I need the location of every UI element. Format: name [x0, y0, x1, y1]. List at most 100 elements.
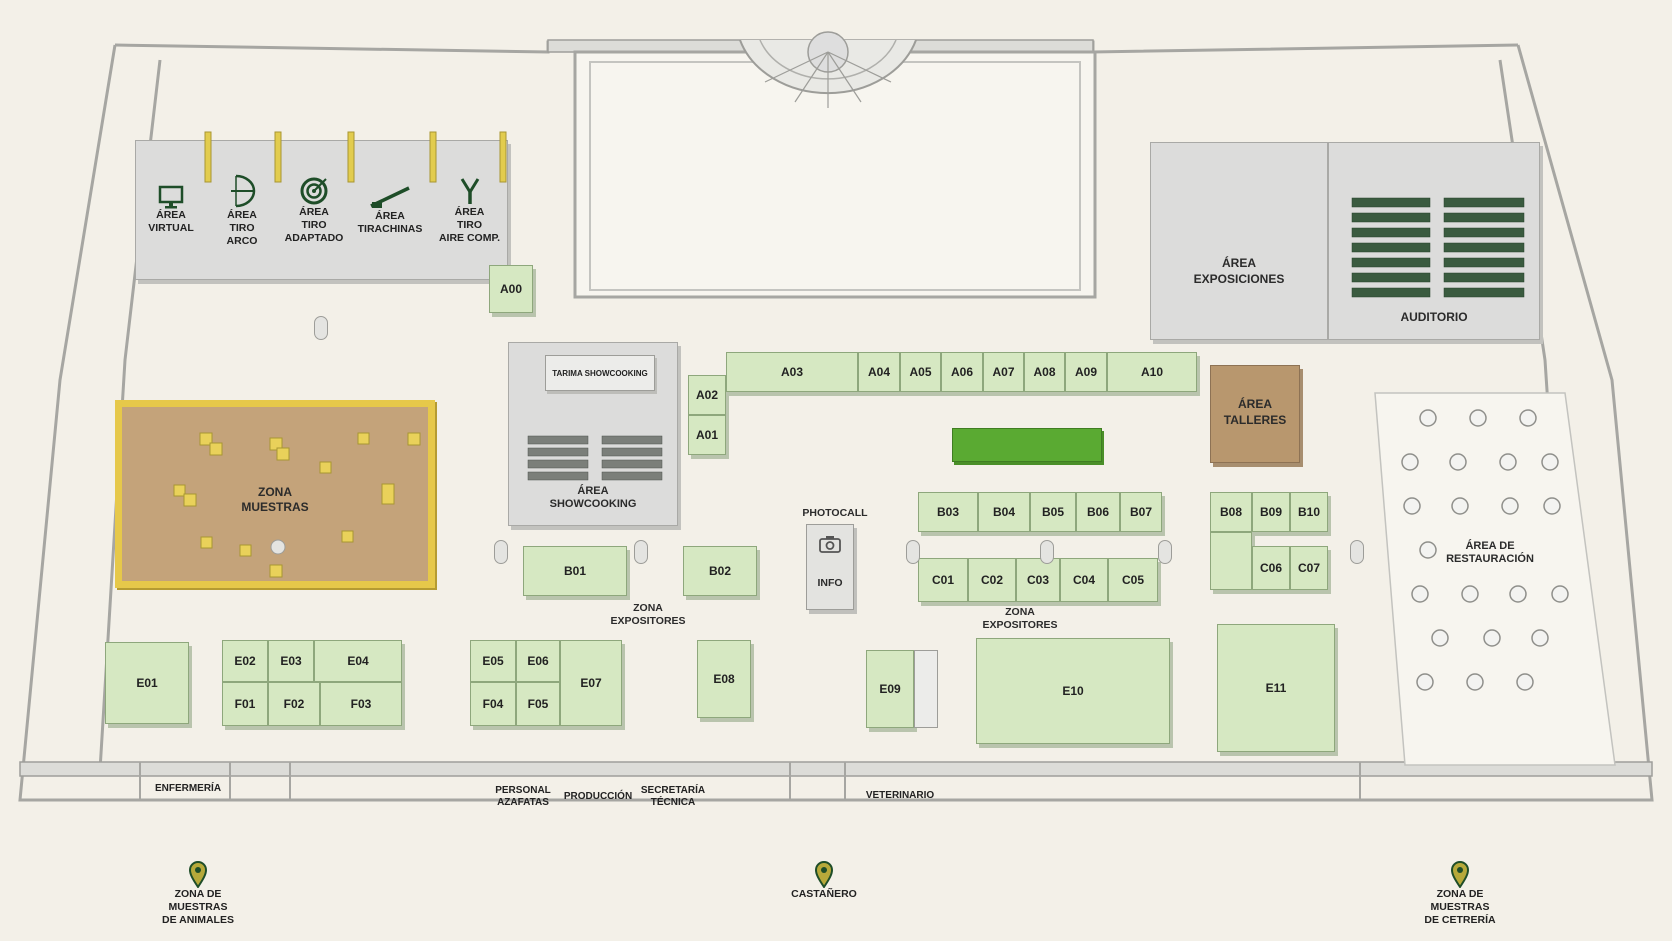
pin-zona-cetreria-label: ZONA DE MUESTRAS DE CETRERÍA [1424, 888, 1496, 926]
stand-e04[interactable]: E04 [314, 640, 402, 682]
stand-b03[interactable]: B03 [918, 492, 978, 532]
photocall-info-kiosk[interactable]: INFO [806, 524, 854, 610]
map-pin-icon [1450, 861, 1470, 888]
stand-b04[interactable]: B04 [978, 492, 1030, 532]
stand-b07[interactable]: B07 [1120, 492, 1162, 532]
stand-e05[interactable]: E05 [470, 640, 516, 682]
stand-f03[interactable]: F03 [320, 682, 402, 726]
stand-f04[interactable]: F04 [470, 682, 516, 726]
area-virtual[interactable]: ÁREA VIRTUAL [136, 141, 206, 279]
target-icon [300, 177, 328, 204]
room-veterinario[interactable]: VETERINARIO [862, 785, 938, 807]
stand-c06[interactable]: C06 [1252, 546, 1290, 590]
area-tiro-aire[interactable]: ÁREA TIRO AIRE COMP. [430, 141, 509, 279]
room-produccion[interactable]: PRODUCCIÓN [560, 782, 636, 812]
monitor-icon [158, 185, 184, 209]
auditorio[interactable]: AUDITORIO [1328, 142, 1540, 340]
stand-b10[interactable]: B10 [1290, 492, 1328, 532]
stand-b02[interactable]: B02 [683, 546, 757, 596]
stand-label: C07 [1297, 561, 1320, 575]
stand-a00[interactable]: A00 [489, 265, 533, 313]
stand-a05[interactable]: A05 [900, 352, 941, 392]
stand-a03[interactable]: A03 [726, 352, 858, 392]
room-secretaria-tecnica[interactable]: SECRETARÍA TÉCNICA [638, 782, 708, 812]
stand-label: E11 [1265, 681, 1287, 695]
stand-a02[interactable]: A02 [688, 375, 726, 415]
area-showcooking[interactable]: TARIMA SHOWCOOKING ÁREA SHOWCOOKING [508, 342, 678, 526]
stand-e06[interactable]: E06 [516, 640, 560, 682]
stand-a09[interactable]: A09 [1065, 352, 1107, 392]
stand-label: E07 [580, 676, 602, 690]
stand-e10[interactable]: E10 [976, 638, 1170, 744]
stand-label: E09 [879, 682, 901, 696]
stand-label: B02 [708, 564, 731, 578]
area-tiro-adaptado[interactable]: ÁREA TIRO ADAPTADO [278, 141, 350, 279]
area-tiro-arco[interactable]: ÁREA TIRO ARCO [206, 141, 278, 279]
stand-a10[interactable]: A10 [1107, 352, 1197, 392]
stand-e03[interactable]: E03 [268, 640, 314, 682]
stand-e07[interactable]: E07 [560, 640, 622, 726]
stand-a08[interactable]: A08 [1024, 352, 1065, 392]
stand-f01[interactable]: F01 [222, 682, 268, 726]
stand-e08[interactable]: E08 [697, 640, 751, 718]
area-restauracion-label: ÁREA DE RESTAURACIÓN [1446, 540, 1534, 565]
stand-a07[interactable]: A07 [983, 352, 1024, 392]
stand-c02[interactable]: C02 [968, 558, 1016, 602]
stand-label: B08 [1219, 505, 1242, 519]
stand-c04[interactable]: C04 [1060, 558, 1108, 602]
map-pin-icon [188, 861, 208, 888]
stand-label: B03 [936, 505, 959, 519]
stand-f02[interactable]: F02 [268, 682, 320, 726]
pin-zona-cetreria[interactable]: ZONA DE MUESTRAS DE CETRERÍA [1408, 860, 1512, 927]
stand-b08[interactable]: B08 [1210, 492, 1252, 532]
stand-c05[interactable]: C05 [1108, 558, 1158, 602]
stand-b08-annex[interactable] [1210, 532, 1252, 590]
stand-f05[interactable]: F05 [516, 682, 560, 726]
e09-annex [914, 650, 938, 728]
pin-zona-animales[interactable]: ZONA DE MUESTRAS DE ANIMALES [158, 860, 238, 927]
stand-b06[interactable]: B06 [1076, 492, 1120, 532]
stand-e01[interactable]: E01 [105, 642, 189, 724]
stand-c07[interactable]: C07 [1290, 546, 1328, 590]
stand-label: B06 [1086, 505, 1109, 519]
map-pin-icon [814, 861, 834, 888]
stand-a04[interactable]: A04 [858, 352, 900, 392]
green-planter [952, 428, 1102, 462]
stand-label: A04 [867, 365, 890, 379]
stand-e11[interactable]: E11 [1217, 624, 1335, 752]
stand-c01[interactable]: C01 [918, 558, 968, 602]
stand-label: A10 [1140, 365, 1163, 379]
area-tiro-adaptado-label: ÁREA TIRO ADAPTADO [284, 205, 344, 244]
area-exposiciones-label: ÁREA EXPOSICIONES [1193, 256, 1285, 286]
area-talleres[interactable]: ÁREA TALLERES [1210, 365, 1300, 463]
stand-e02[interactable]: E02 [222, 640, 268, 682]
stand-label: A03 [780, 365, 803, 379]
stand-c03[interactable]: C03 [1016, 558, 1060, 602]
bow-icon [231, 174, 256, 207]
stand-label: A09 [1074, 365, 1097, 379]
stand-a06[interactable]: A06 [941, 352, 983, 392]
zona-muestras[interactable]: ZONA MUESTRAS [115, 400, 435, 588]
room-enfermeria[interactable]: ENFERMERÍA [150, 778, 226, 800]
stand-label: E01 [136, 676, 158, 690]
stand-label: F04 [482, 697, 504, 711]
stand-b01[interactable]: B01 [523, 546, 627, 596]
stand-label: B10 [1297, 505, 1320, 519]
bollard [634, 540, 648, 564]
area-exposiciones[interactable]: ÁREA EXPOSICIONES [1150, 142, 1328, 340]
zona-expositores-label: ZONA EXPOSITORES [610, 602, 686, 627]
stand-b05[interactable]: B05 [1030, 492, 1076, 532]
room-label: PERSONAL AZAFATAS [495, 785, 551, 808]
room-personal-azafatas[interactable]: PERSONAL AZAFATAS [488, 782, 558, 812]
stand-a01[interactable]: A01 [688, 415, 726, 455]
stand-e09[interactable]: E09 [866, 650, 914, 728]
tarima-showcooking[interactable]: TARIMA SHOWCOOKING [545, 355, 655, 391]
stand-label: F02 [283, 697, 305, 711]
stand-b09[interactable]: B09 [1252, 492, 1290, 532]
pin-castanero[interactable]: CASTAÑERO [781, 860, 867, 901]
bollard [1158, 540, 1172, 564]
area-tirachinas[interactable]: ÁREA TIRACHINAS [350, 141, 430, 279]
area-tirachinas-label: ÁREA TIRACHINAS [357, 210, 423, 235]
stand-label: B05 [1041, 505, 1064, 519]
